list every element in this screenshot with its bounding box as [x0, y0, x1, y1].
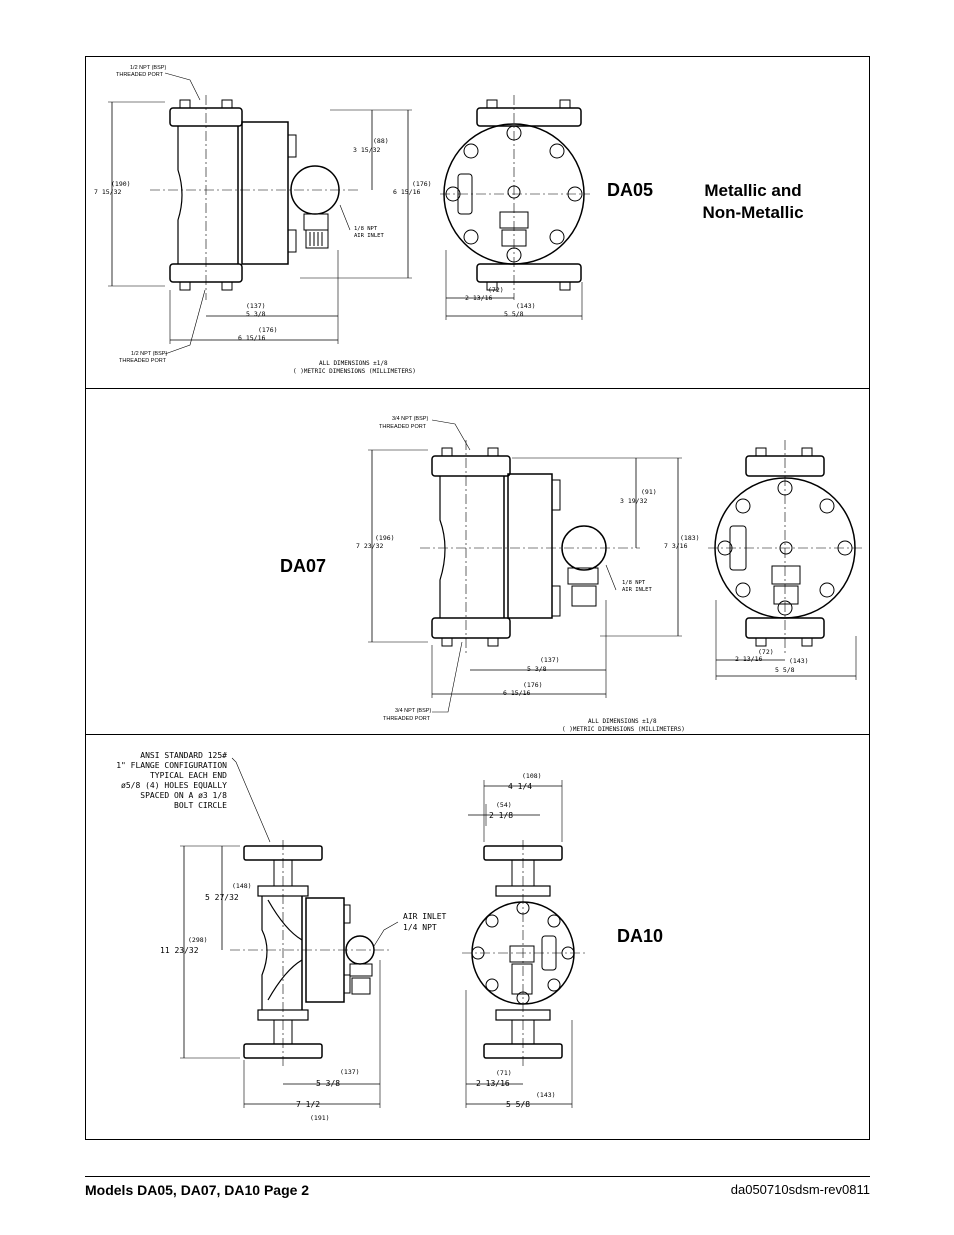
da10-flange-note-6: BOLT CIRCLE: [174, 801, 227, 810]
panel-divider-2: [85, 734, 870, 735]
da07-e1-in: 2 13/16: [735, 655, 762, 663]
da05-w2-in: 6 15/16: [238, 334, 265, 342]
footer-title: Models DA05, DA07, DA10 Page 2: [85, 1182, 310, 1198]
da07-model-label: DA07: [280, 556, 327, 576]
da05-w1-mm: (137): [246, 302, 266, 310]
da05-center-in: 6 15/16: [393, 188, 420, 196]
da05-note-2: ( )METRIC DIMENSIONS (MILLIMETERS): [293, 368, 416, 375]
da10-w2-mm: (191): [310, 1114, 330, 1122]
da10-flange-note-5: SPACED ON A ø3 1/8: [140, 791, 227, 800]
da07-height-in: 7 23/32: [356, 542, 383, 550]
da10-air-inlet-2: 1/4 NPT: [403, 923, 437, 932]
da10-half-mm: (148): [232, 882, 252, 890]
da07-w1-in: 5 3/8: [527, 665, 547, 673]
da10-e1-mm: (71): [496, 1069, 512, 1077]
panel-divider-1: [85, 388, 870, 389]
da07-height-mm: (196): [375, 534, 395, 542]
da10-e2-in: 5 5/8: [506, 1100, 530, 1109]
da07-half-in: 3 19/32: [620, 497, 647, 505]
da05-air-inlet-1: 1/8 NPT: [354, 226, 378, 232]
da07-air-inlet-1: 1/8 NPT: [622, 580, 646, 586]
da10-w2-in: 7 1/2: [296, 1100, 320, 1109]
da05-e2-mm: (143): [516, 302, 536, 310]
da07-w2-in: 6 15/16: [503, 689, 530, 697]
da05-subtitle-line2: Non-Metallic: [702, 203, 804, 222]
da07-air-inlet-2: AIR INLET: [622, 587, 652, 593]
da05-side-view: [108, 72, 412, 355]
da05-end-view: [440, 95, 590, 320]
da05-note-1: ALL DIMENSIONS ±1/8: [319, 360, 388, 367]
da07-end-view: [708, 440, 862, 680]
da10-end-view: [462, 780, 585, 1108]
da07-port-bottom-1: 3/4 NPT (BSP): [395, 708, 431, 714]
da10-flange-note-4: ø5/8 (4) HOLES EQUALLY: [121, 781, 227, 790]
da07-w1-mm: (137): [540, 656, 560, 664]
da05-subtitle-line1: Metallic and: [704, 181, 802, 200]
da05-e1-in: 2 13/16: [465, 294, 492, 302]
da05-height-mm: (190): [111, 180, 131, 188]
da10-flange-mm: (54): [496, 801, 512, 809]
da05-e1-mm: (72): [488, 286, 504, 294]
da07-port-bottom-2: THREADED PORT: [383, 716, 431, 722]
da10-flange-note-1: ANSI STANDARD 125#: [140, 751, 227, 760]
da10-half-in: 5 27/32: [205, 893, 239, 902]
da05-height-in: 7 15/32: [94, 188, 121, 196]
da05-port-bottom-2: THREADED PORT: [119, 358, 167, 364]
da10-w1-mm: (137): [340, 1068, 360, 1076]
da07-note-2: ( )METRIC DIMENSIONS (MILLIMETERS): [562, 726, 685, 733]
da05-port-bottom-1: 1/2 NPT (BSP): [131, 351, 167, 357]
da05-model-label: DA05: [607, 180, 654, 200]
da05-half-mm: (88): [373, 137, 389, 145]
da05-half-in: 3 15/32: [353, 146, 380, 154]
da05-port-top-2: THREADED PORT: [116, 72, 164, 78]
da07-e2-in: 5 5/8: [775, 666, 795, 674]
da10-w1-in: 5 3/8: [316, 1079, 340, 1088]
da10-e2-mm: (143): [536, 1091, 556, 1099]
da05-e2-in: 5 5/8: [504, 310, 524, 318]
da10-height-in: 11 23/32: [160, 946, 199, 955]
da07-e2-mm: (143): [789, 657, 809, 665]
da10-side-view: [180, 757, 399, 1108]
da10-flange-note-2: 1" FLANGE CONFIGURATION: [116, 761, 227, 770]
da05-air-inlet-2: AIR INLET: [354, 233, 384, 239]
da10-top-mm: (108): [522, 772, 542, 780]
da07-port-top-1: 3/4 NPT (BSP): [392, 416, 428, 422]
da07-w2-mm: (176): [523, 681, 543, 689]
da05-subtitle: Metallic and Non-Metallic: [688, 180, 818, 224]
footer-rule: [85, 1176, 870, 1177]
da10-e1-in: 2 13/16: [476, 1079, 510, 1088]
da07-center-mm: (183): [680, 534, 700, 542]
da07-note-1: ALL DIMENSIONS ±1/8: [588, 718, 657, 725]
da10-model-label: DA10: [617, 926, 664, 946]
da07-half-mm: (91): [641, 488, 657, 496]
drawing-frame: [85, 56, 870, 1140]
da10-flange-in: 2 1/8: [489, 811, 513, 820]
da05-w2-mm: (176): [258, 326, 278, 334]
da05-port-top-1: 1/2 NPT (BSP): [130, 65, 166, 71]
da05-center-mm: (176): [412, 180, 432, 188]
da07-e1-mm: (72): [758, 648, 774, 656]
da07-port-top-2: THREADED PORT: [379, 424, 427, 430]
da07-center-in: 7 3/16: [664, 542, 688, 550]
footer-doc-id: da050710sdsm-rev0811: [730, 1182, 870, 1197]
da07-side-view: [368, 419, 682, 713]
da10-air-inlet-1: AIR INLET: [403, 912, 447, 921]
da10-flange-note-3: TYPICAL EACH END: [150, 771, 227, 780]
da10-top-in: 4 1/4: [508, 782, 532, 791]
da10-height-mm: (298): [188, 936, 208, 944]
da05-w1-in: 5 3/8: [246, 310, 266, 318]
